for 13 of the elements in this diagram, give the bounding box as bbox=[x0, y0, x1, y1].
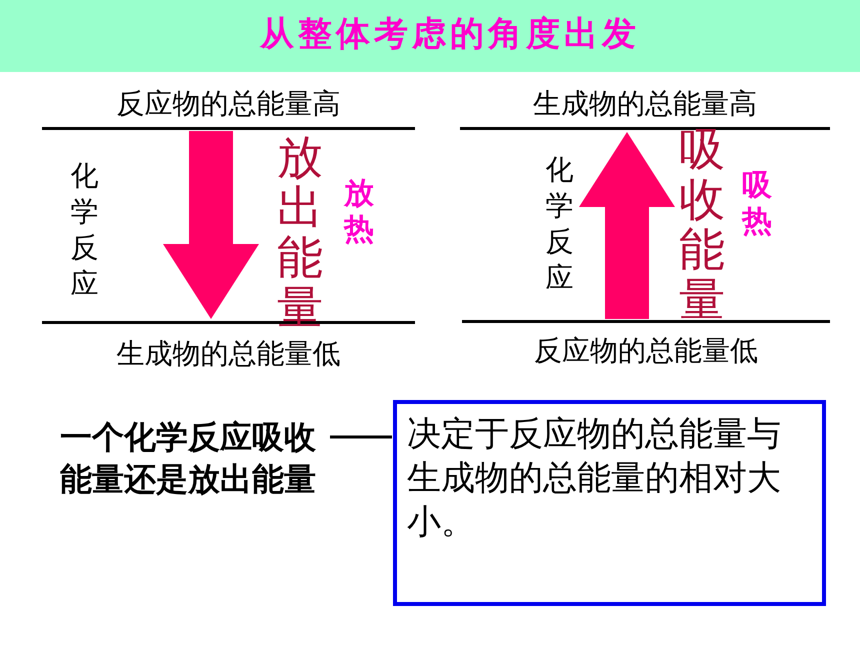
block-arrow bbox=[579, 132, 675, 319]
energy-level: 反应物的总能量高 bbox=[42, 84, 415, 130]
energy-level: 生成物的总能量高 bbox=[460, 84, 830, 130]
heat-label: 吸热 bbox=[742, 168, 774, 240]
connector-line bbox=[330, 436, 392, 438]
block-arrow bbox=[163, 131, 259, 319]
title: 从整体考虑的角度出发 bbox=[258, 13, 641, 56]
vertical-label: 化学反应 bbox=[545, 152, 574, 296]
question-text: 一个化学反应吸收能量还是放出能量 bbox=[60, 416, 328, 500]
energy-level: 反应物的总能量低 bbox=[462, 320, 830, 372]
answer-box: 决定于反应物的总能量与生成物的总能量的相对大小。 bbox=[393, 400, 826, 606]
vertical-label: 化学反应 bbox=[70, 158, 100, 302]
heat-label: 放热 bbox=[344, 176, 376, 248]
